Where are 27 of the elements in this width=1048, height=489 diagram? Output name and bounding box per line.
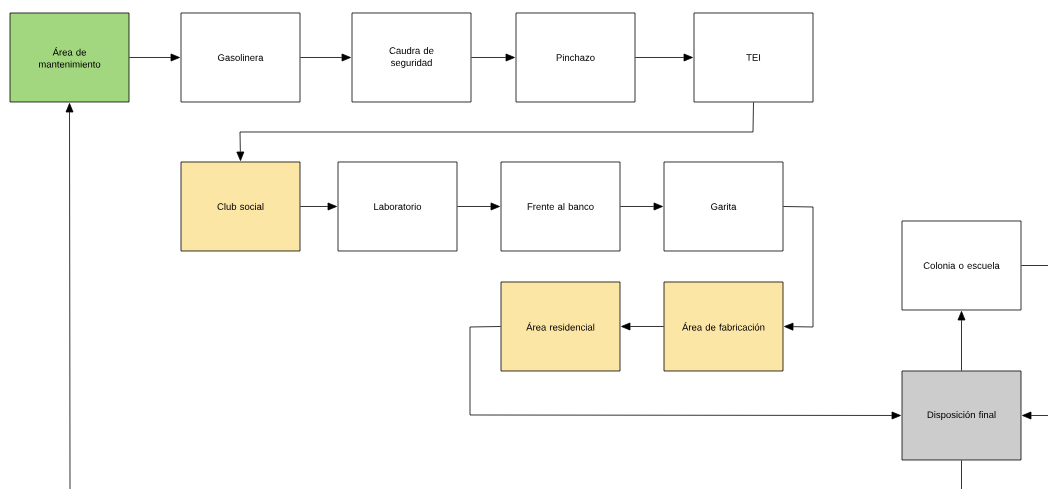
arrow [957,311,966,371]
process-box: Caudra de seguridad [351,12,472,103]
arrow [620,202,663,211]
arrow [129,53,180,62]
process-box: Colonia o escuela [901,220,1022,311]
arrow [65,103,74,489]
arrow [635,53,693,62]
arrow [471,53,515,62]
arrow [236,102,754,161]
process-box: Garita [663,161,784,252]
process-box: Área residencial [500,281,621,372]
arrow [457,202,500,211]
process-box: Área de fabricación [663,281,784,372]
process-box: Gasolinera [180,12,301,103]
arrow [469,326,901,420]
arrow [1022,411,1048,420]
process-box: Frente al banco [500,161,621,252]
process-box: Disposición final [901,370,1022,461]
arrow [300,202,337,211]
arrow [783,206,814,331]
process-box: Club social [180,161,301,252]
process-box: TEI [693,12,814,103]
arrow [621,322,664,331]
process-box: Área de mantenimiento [9,12,130,103]
arrow [300,53,351,62]
process-box: Pinchazo [515,12,636,103]
process-box: Laboratorio [337,161,458,252]
